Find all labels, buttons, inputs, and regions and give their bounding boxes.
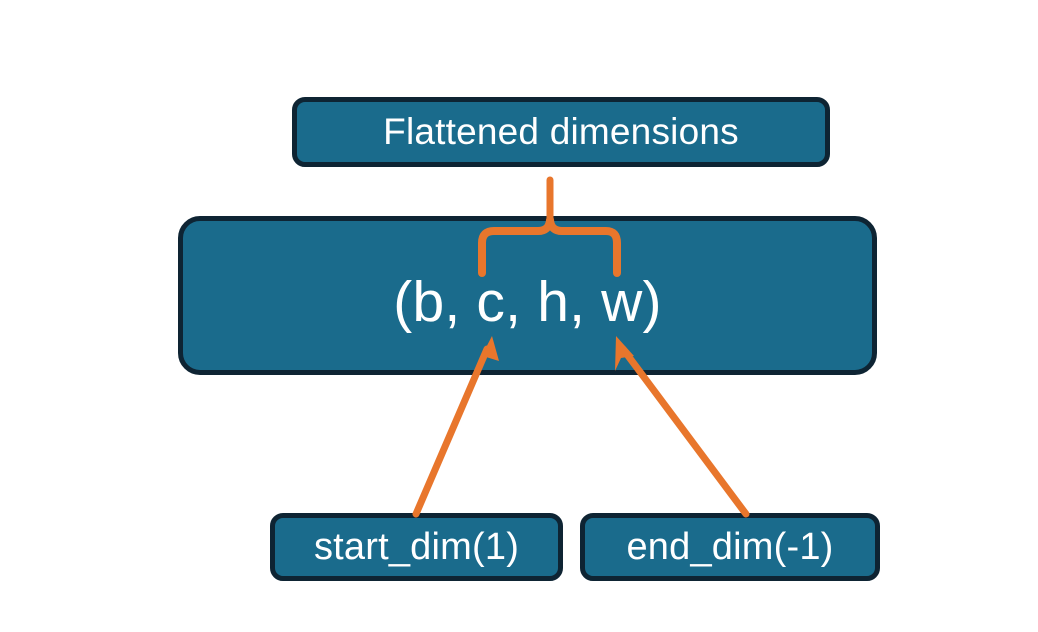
tensor-shape-label: (b, c, h, w): [393, 269, 662, 334]
flattened-dimensions-label: Flattened dimensions: [383, 111, 739, 152]
flattened-dimensions-box[interactable]: Flattened dimensions: [292, 97, 830, 167]
tensor-shape-box[interactable]: (b, c, h, w): [178, 216, 877, 375]
start-dim-box[interactable]: start_dim(1): [270, 513, 563, 581]
start-dim-label: start_dim(1): [313, 525, 520, 568]
end-dim-box[interactable]: end_dim(-1): [580, 513, 880, 581]
end-dim-label: end_dim(-1): [626, 525, 834, 568]
